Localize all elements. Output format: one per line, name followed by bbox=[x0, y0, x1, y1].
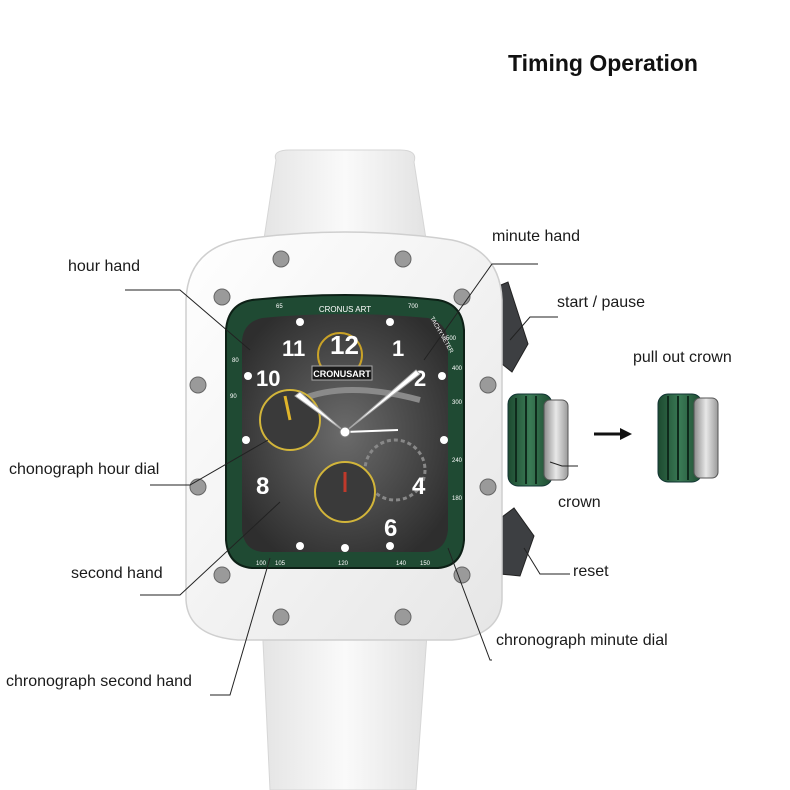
page-title: Timing Operation bbox=[508, 50, 698, 76]
scale-65: 65 bbox=[276, 304, 283, 310]
movement-bridge bbox=[298, 387, 421, 403]
leader-hour-hand bbox=[125, 289, 251, 351]
brand-logo-plate bbox=[311, 365, 373, 381]
hour-hand bbox=[294, 391, 346, 433]
label-second-hand: second hand bbox=[71, 565, 163, 582]
label-crown: crown bbox=[558, 494, 601, 511]
scale-105: 105 bbox=[275, 561, 286, 567]
case-screws bbox=[189, 250, 497, 626]
label-chrono-hour-dial: chonograph hour dial bbox=[9, 461, 160, 478]
scale-500: 500 bbox=[446, 336, 457, 342]
scale-700: 700 bbox=[408, 304, 419, 310]
label-pull-out-crown: pull out crown bbox=[633, 349, 732, 366]
scale-150: 150 bbox=[420, 561, 431, 567]
numeral-8: 8 bbox=[256, 473, 269, 500]
label-chrono-minute-dial: chronograph minute dial bbox=[496, 632, 668, 649]
hour-marker-dots bbox=[242, 318, 448, 552]
scale-120: 120 bbox=[338, 561, 349, 567]
label-hour-hand: hour hand bbox=[68, 258, 141, 275]
scale-180: 180 bbox=[452, 496, 463, 502]
leader-minute-hand bbox=[423, 263, 538, 361]
leader-chrono-hour-dial bbox=[150, 439, 269, 486]
leader-chrono-second-hand bbox=[210, 557, 271, 696]
brand-logo: CRONUSART bbox=[313, 369, 371, 379]
reset-pusher bbox=[497, 507, 535, 577]
leader-second-hand bbox=[140, 501, 281, 596]
leader-reset bbox=[523, 547, 570, 575]
numeral-6: 6 bbox=[384, 515, 397, 542]
numeral-4: 4 bbox=[412, 473, 426, 500]
label-reset: reset bbox=[573, 563, 609, 580]
leader-crown bbox=[549, 461, 578, 467]
label-start-pause: start / pause bbox=[557, 294, 646, 311]
strap-top bbox=[261, 149, 429, 253]
pulled-crown bbox=[657, 393, 719, 483]
numeral-12: 12 bbox=[330, 330, 359, 360]
numeral-1: 1 bbox=[392, 336, 404, 361]
crown bbox=[507, 393, 569, 487]
leader-start-pause bbox=[509, 316, 558, 341]
brand-top: CRONUS ART bbox=[319, 305, 371, 314]
strap-bottom bbox=[261, 619, 429, 790]
hands-center bbox=[339, 426, 351, 438]
numeral-10: 10 bbox=[256, 366, 280, 391]
scale-90: 90 bbox=[230, 394, 237, 400]
label-minute-hand: minute hand bbox=[492, 228, 581, 245]
chrono-second-hand bbox=[344, 429, 399, 433]
numeral-11: 11 bbox=[282, 336, 305, 361]
scale-140: 140 bbox=[396, 561, 407, 567]
scale-240: 240 bbox=[452, 458, 463, 464]
scale-80: 80 bbox=[232, 358, 239, 364]
leader-chrono-minute-dial bbox=[447, 547, 492, 661]
scale-300: 300 bbox=[452, 400, 463, 406]
subdial-hand bbox=[283, 395, 292, 421]
scale-400: 400 bbox=[452, 366, 463, 372]
scale-100: 100 bbox=[256, 561, 267, 567]
pull-arrow-head bbox=[620, 428, 632, 440]
minute-hand bbox=[344, 369, 421, 433]
label-chrono-second-hand: chronograph second hand bbox=[6, 673, 192, 690]
